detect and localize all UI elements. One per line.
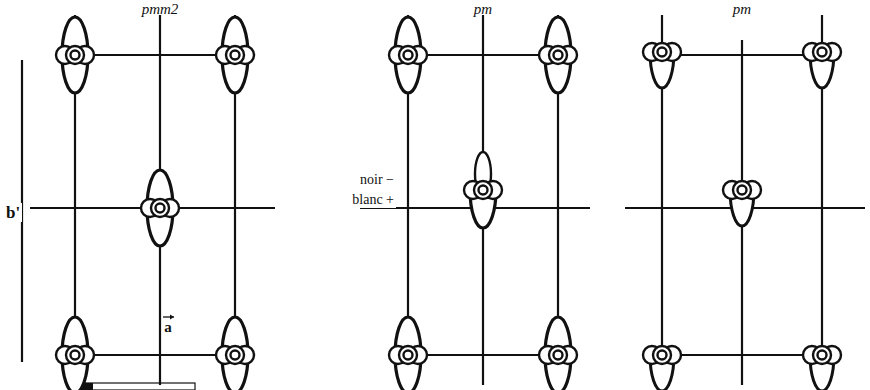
orbital-lobe [554, 351, 563, 360]
space-group-label: pmm2 [142, 2, 179, 17]
orbital-lobe [658, 48, 667, 57]
orbital-lobe [404, 351, 413, 360]
grid-line [408, 54, 558, 56]
oval-lobe [395, 17, 421, 93]
motif [539, 317, 577, 390]
motif [803, 346, 841, 390]
orbital-lobe [738, 186, 747, 195]
motif [216, 317, 254, 390]
orbital-lobe [818, 351, 827, 360]
oval-lobe-upper [475, 152, 491, 196]
motif [216, 17, 254, 93]
orbital-lobe [818, 48, 827, 57]
orbital-lobe [399, 46, 417, 64]
colour-sign-label: noir − [358, 172, 396, 188]
orbital-lobe [549, 46, 567, 64]
colour-sign-label: blanc + [350, 192, 396, 208]
axis-label: b' [4, 203, 22, 222]
orbital-lobe [404, 51, 413, 60]
oval-lobe [222, 17, 248, 93]
orbital-lobe [71, 51, 80, 60]
orbital-lobe [151, 199, 169, 217]
axis-label: a [164, 320, 172, 335]
motif [389, 317, 427, 390]
oval-lobe [395, 317, 421, 390]
orbital-lobe [474, 181, 492, 199]
motif [141, 170, 179, 246]
orbital-lobe [554, 51, 563, 60]
orbital-lobe [399, 346, 417, 364]
grid-line [75, 354, 235, 356]
space-group-label: pm [474, 2, 492, 17]
motif [539, 17, 577, 93]
grid-lines [22, 15, 865, 385]
motif [803, 43, 841, 88]
motif [464, 152, 502, 228]
orbital-lobe [549, 346, 567, 364]
orbital-lobe [231, 51, 240, 60]
motif [56, 17, 94, 93]
motif [723, 181, 761, 226]
orbital-lobe [66, 46, 84, 64]
oval-lobe [545, 17, 571, 93]
grid-line [662, 354, 822, 356]
oval-lobe [62, 317, 88, 390]
orbital-lobe [733, 181, 751, 199]
oval-lobe [62, 17, 88, 93]
oval-lobe [147, 170, 173, 246]
motif [643, 346, 681, 390]
space-group-label: pm [733, 2, 751, 17]
orbital-lobe [653, 346, 671, 364]
orbital-lobe [66, 346, 84, 364]
motif [643, 43, 681, 88]
orbital-lobe [156, 204, 165, 213]
orbital-lobe [813, 346, 831, 364]
oval-lobe [545, 317, 571, 390]
motif [389, 17, 427, 93]
motif [56, 317, 94, 390]
orbital-lobe [71, 351, 80, 360]
vector-arrow [163, 315, 174, 320]
scale-bar [75, 383, 195, 390]
orbital-lobe [231, 351, 240, 360]
grid-line [75, 54, 235, 56]
orbital-lobe [226, 346, 244, 364]
grid-line [662, 54, 822, 56]
orbital-lobe [653, 43, 671, 61]
orbital-lobe [226, 46, 244, 64]
orbital-lobe [658, 351, 667, 360]
grid-line [408, 354, 558, 356]
orbital-lobe [813, 43, 831, 61]
oval-lobe [222, 317, 248, 390]
orbital-lobe [479, 186, 488, 195]
